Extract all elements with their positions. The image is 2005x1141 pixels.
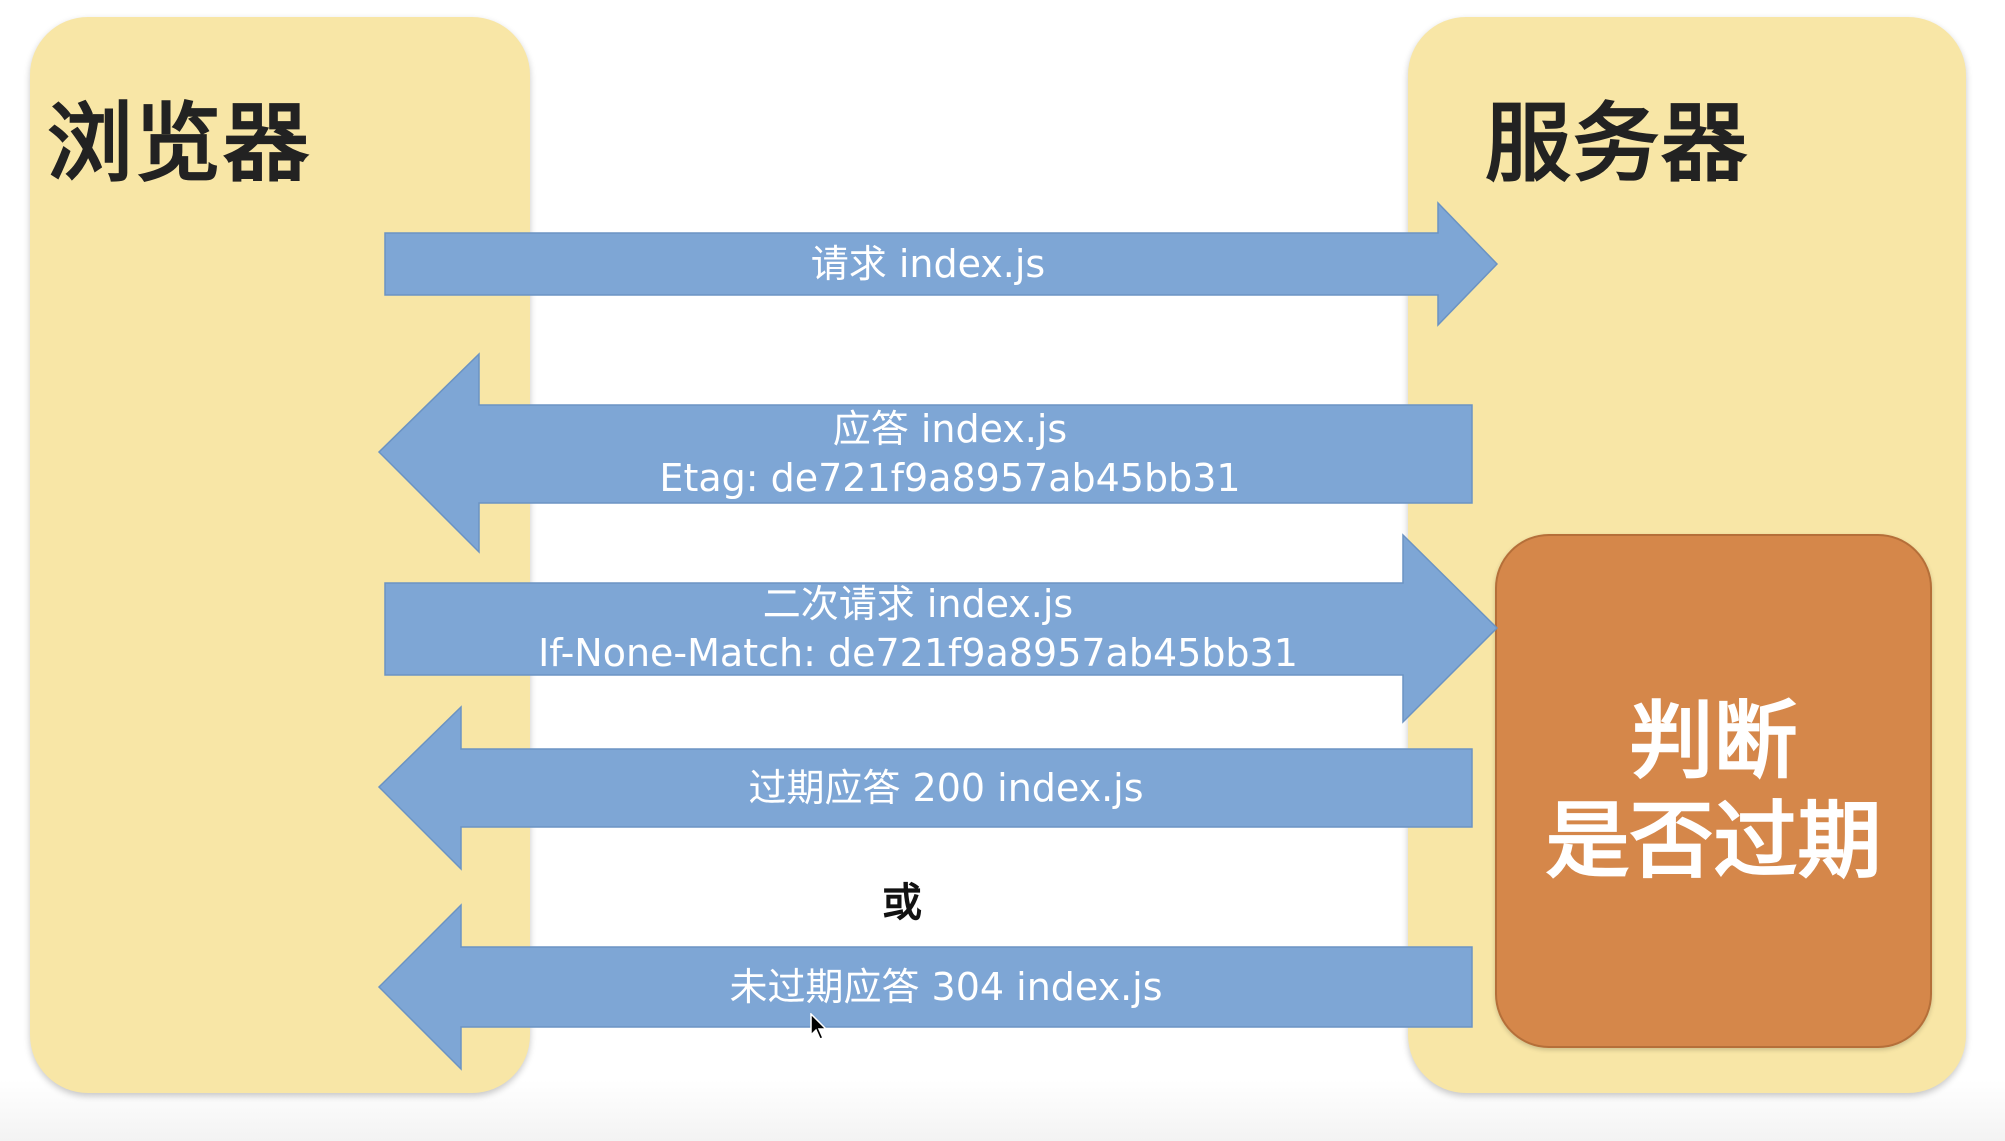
expiry-check-line-1: 判断: [1629, 692, 1798, 790]
request-label: 请求 index.js: [811, 240, 1045, 289]
expiry-check-line-2: 是否过期: [1545, 792, 1882, 890]
request-arrow: [384, 201, 1499, 327]
not-expired-response-label-line-1: 未过期应答 304 index.js: [729, 965, 1163, 1009]
second-request-label-line-1: 二次请求 index.js: [762, 582, 1074, 626]
second-request-label: 二次请求 index.js If-None-Match: de721f9a895…: [538, 580, 1298, 678]
second-request-arrow: [384, 533, 1499, 724]
expired-response-label: 过期应答 200 index.js: [748, 764, 1143, 813]
expired-response-label-line-1: 过期应答 200 index.js: [748, 766, 1144, 810]
not-expired-response-arrow: [377, 903, 1473, 1071]
response-etag-label-line-1: 应答 index.js: [832, 407, 1068, 451]
not-expired-response-label: 未过期应答 304 index.js: [729, 963, 1162, 1012]
server-title: 服务器: [1485, 93, 1749, 194]
response-etag-arrow: [377, 352, 1473, 554]
browser-panel: 浏览器: [30, 17, 530, 1093]
expiry-check-box: 判断 是否过期: [1495, 534, 1932, 1048]
expired-response-arrow: [377, 705, 1473, 871]
response-etag-label: 应答 index.js Etag: de721f9a8957ab45bb31: [659, 405, 1240, 503]
request-label-line-1: 请求 index.js: [810, 242, 1046, 286]
browser-title: 浏览器: [47, 93, 311, 194]
cursor-icon: [810, 1013, 828, 1040]
second-request-label-line-2: If-None-Match: de721f9a8957ab45bb31: [538, 631, 1298, 675]
response-etag-label-line-2: Etag: de721f9a8957ab45bb31: [659, 456, 1241, 500]
or-label: 或: [882, 880, 922, 926]
